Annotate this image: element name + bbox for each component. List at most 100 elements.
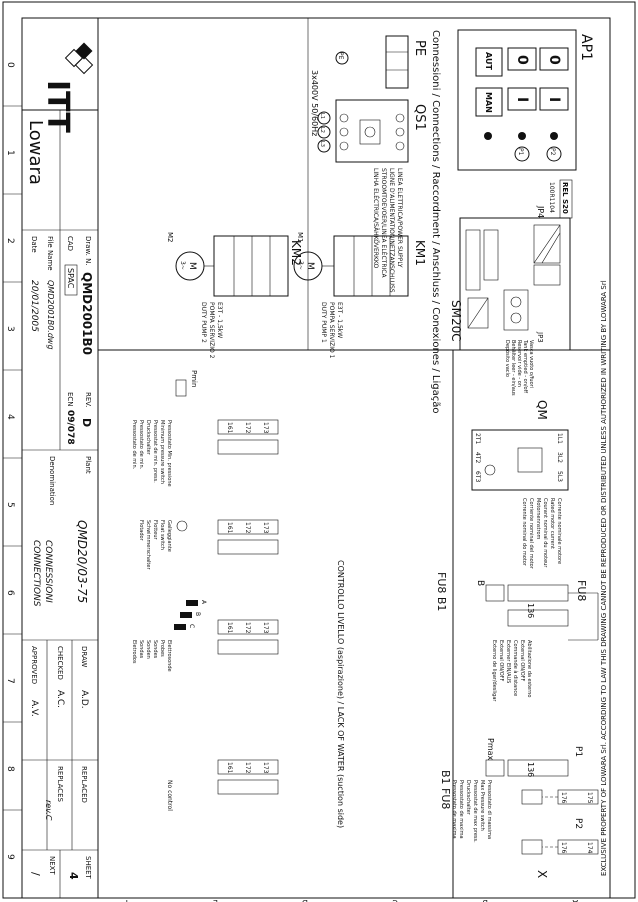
rev-label: REV. (84, 392, 92, 407)
replaces-value: rev.C (44, 800, 53, 821)
p2-on-button[interactable] (539, 87, 569, 111)
pmin-line-2: Minimum pressure switch (159, 420, 165, 484)
title-block (21, 17, 99, 899)
phase-l2: L2 (319, 127, 325, 133)
nc-terminal-172: 172 (244, 762, 251, 774)
p1-label: P1 (573, 746, 583, 757)
replaces-label: REPLACES (56, 766, 64, 803)
probe-terminal-161: 161 (226, 622, 233, 634)
line-text-2: LIGNE D'ALIMENTATION/NETZANSCHLUSS (388, 168, 395, 293)
pmax-line-1: Pressostato di massima (486, 780, 492, 839)
fu8-section (485, 584, 599, 641)
ext-line-3: Commande à distance (512, 640, 519, 696)
p2-off-button[interactable] (539, 47, 569, 71)
phase-l1: L1 (319, 113, 325, 119)
plant-label: Plant (84, 456, 92, 474)
p1-off-label: 0 (514, 55, 530, 65)
probe-line-2: Probes (159, 640, 165, 657)
qs1-switch (335, 99, 409, 163)
supply-voltage: 3x400V 50/60Hz (310, 70, 319, 136)
checked-value: A.C. (55, 690, 65, 708)
company-name: ITT (40, 80, 75, 133)
p2-label: P2 (573, 818, 583, 829)
aut-button[interactable] (475, 47, 503, 77)
grid-row-labels: A B C D E F (123, 898, 578, 902)
grid-col-5: 5 (5, 502, 15, 508)
nc-terminal-161: 161 (226, 762, 233, 774)
jp3-label: JP3 (536, 331, 544, 343)
ext-line-2: External ON/OFF (519, 640, 525, 682)
fu8-terminal-136: 136 (526, 603, 535, 618)
p2-off-label: 0 (546, 55, 562, 65)
float-line-5: Flotador (138, 520, 144, 542)
pmin-switch-icon (175, 379, 187, 397)
pmax-label: Pmax (486, 738, 495, 761)
p1-on-label: I (514, 97, 530, 102)
float-terminal-173: 173 (262, 522, 269, 534)
sm20c-board (459, 217, 571, 351)
qm-terminal-top-1: 1L1 (556, 433, 563, 444)
draw-number-label: Draw. N. (84, 236, 92, 266)
p2-lamp-label: P2 (549, 148, 556, 156)
b1-fu8-label: B1 FU8 (439, 770, 452, 809)
pmin-line-1: Pressostato Min. pressione (166, 420, 172, 487)
sheet-value: 4 (67, 872, 80, 880)
pmin-line-4: Druckschalter (145, 420, 151, 456)
line-text-1: LINEA ELETTRICA/POWER SUPPLY (396, 168, 403, 268)
p1-on-button[interactable] (507, 87, 537, 111)
pmax-line-3: Pressostat de max press. (472, 780, 478, 843)
pmax-terminal-136: 136 (526, 762, 535, 777)
float-switch-icon (176, 520, 188, 532)
rev-value: D (80, 418, 93, 427)
jp4-label: JP4 (536, 205, 545, 218)
ecn-label: ECN (66, 392, 74, 407)
fu8-b1-label: FU8 B1 (435, 572, 448, 611)
grid-col-1: 1 (5, 150, 15, 156)
pmin-terminal-161: 161 (226, 422, 233, 434)
grid-col-3: 3 (5, 326, 15, 332)
qm-label: QM (535, 400, 549, 420)
p1-lamp-icon (514, 146, 530, 162)
man-button[interactable] (475, 87, 503, 117)
pmax-line-2: Max Pressure switch (479, 780, 485, 831)
qm-terminal-top-2: 3L2 (556, 452, 563, 463)
date-value: 20/01/2005 (29, 280, 39, 332)
grid-col-2: 2 (5, 238, 15, 244)
m1-symbol: M (305, 262, 315, 270)
ecn-value: 09/078 (65, 410, 75, 445)
p1-off-button[interactable] (507, 47, 537, 71)
pmin-line-6: Pressostato de min. (131, 420, 137, 470)
denomination-line-1: CONNESSIONI (43, 540, 53, 603)
qm-note-6: Corrente nominal do motor (521, 498, 527, 567)
file-name: QMD2001B0.dwg (46, 280, 55, 350)
km2-label: KM2 (289, 240, 303, 266)
p1-terminal-2: 176 (560, 792, 567, 804)
relay-code: 100R1104 (548, 182, 555, 213)
p2-on-label: I (546, 97, 562, 102)
probe-line-4: Sonden (145, 640, 151, 659)
grid-col-6: 6 (5, 590, 15, 596)
qm-terminal-bottom-2: 4T2 (474, 452, 481, 463)
pmin-line-5: Pressostato de min. (138, 420, 144, 470)
qm-note-2: Rated motor current (549, 498, 555, 549)
pmin-terminal-172: 172 (244, 422, 251, 434)
grid-column-labels: 0 1 2 3 4 5 6 7 8 9 (5, 62, 15, 860)
pmin-line-3: Pressostat de min. press. (152, 420, 158, 483)
file-name-label: File Name (46, 236, 54, 271)
probe-b: B (194, 612, 201, 616)
qm-note-1: Corrente nominale motore (556, 498, 562, 564)
ext-line-1: Abilitazione da esterno (526, 640, 532, 697)
grid-col-8: 8 (5, 766, 15, 772)
m2-sub: 3~ (179, 261, 186, 270)
line-text-3: STROOMTOEVOER/LINEA ELÉCTRICA (380, 168, 388, 278)
nc-terminal-173: 173 (262, 762, 269, 774)
jp3-line-1: Vasca vuoto o/fuori (528, 340, 534, 388)
grid-col-4: 4 (5, 414, 15, 420)
fu8-top-label: FU8 (575, 580, 588, 601)
m2-label: M2 (166, 232, 174, 243)
pe-label: PE (412, 40, 427, 56)
jp3-line-3: Reservoir vide - on (516, 340, 522, 387)
probe-line-5: Sondas (138, 640, 144, 659)
phase-l3: L3 (319, 141, 325, 147)
pmin-label: Pmin (190, 370, 198, 387)
